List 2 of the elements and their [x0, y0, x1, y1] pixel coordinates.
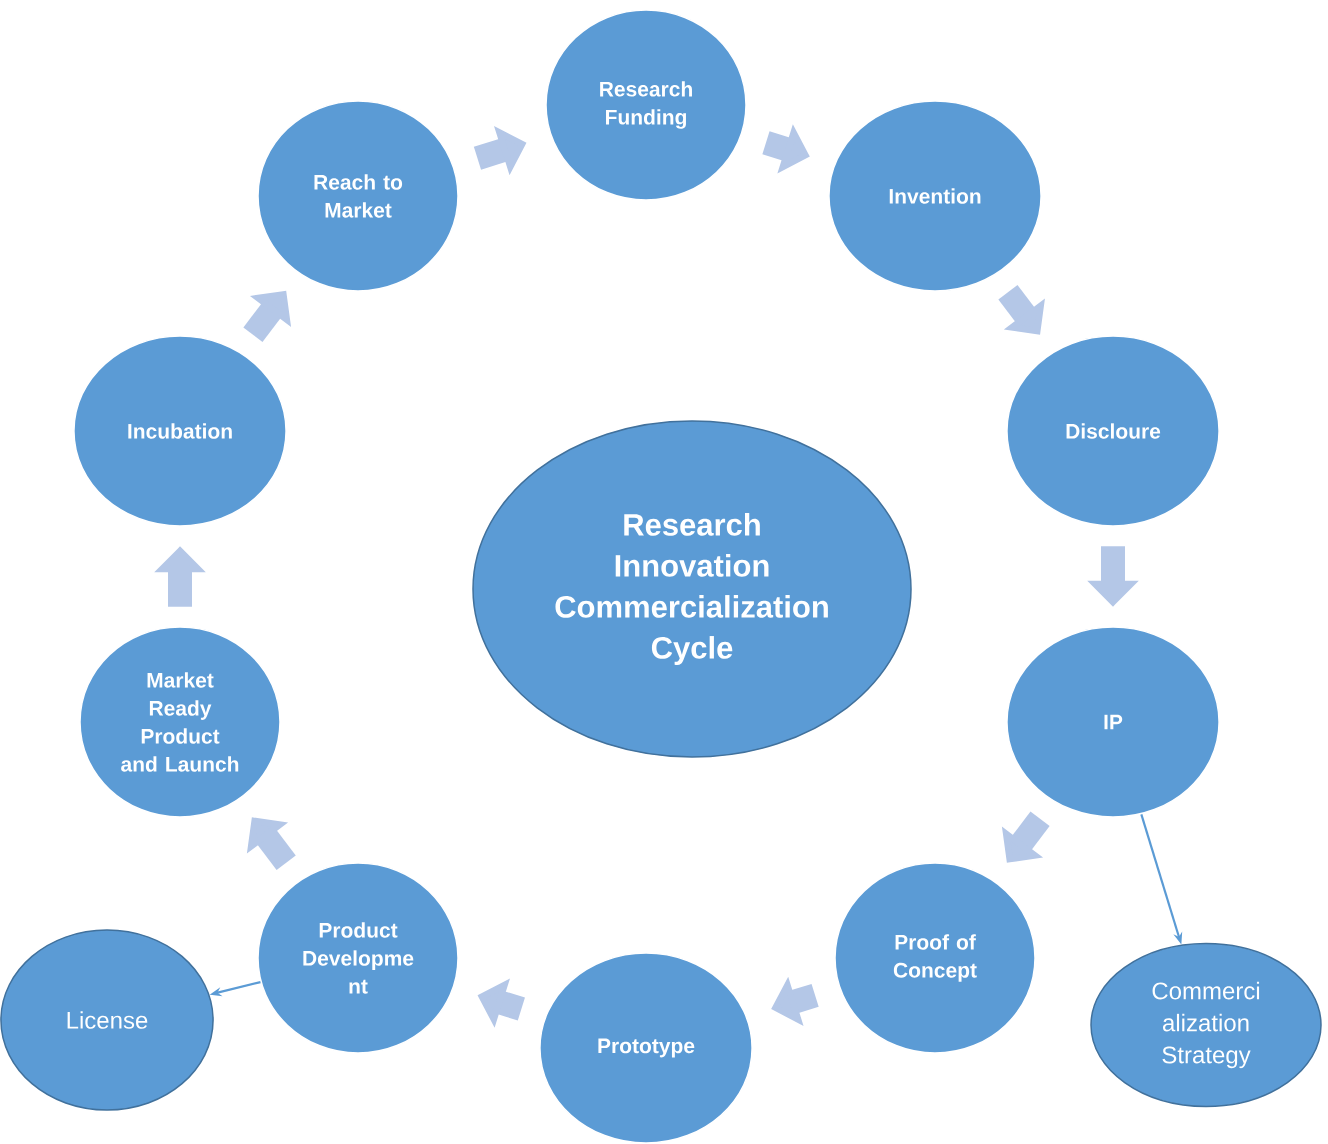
block-arrow: [998, 285, 1045, 335]
block-arrow: [246, 817, 296, 871]
